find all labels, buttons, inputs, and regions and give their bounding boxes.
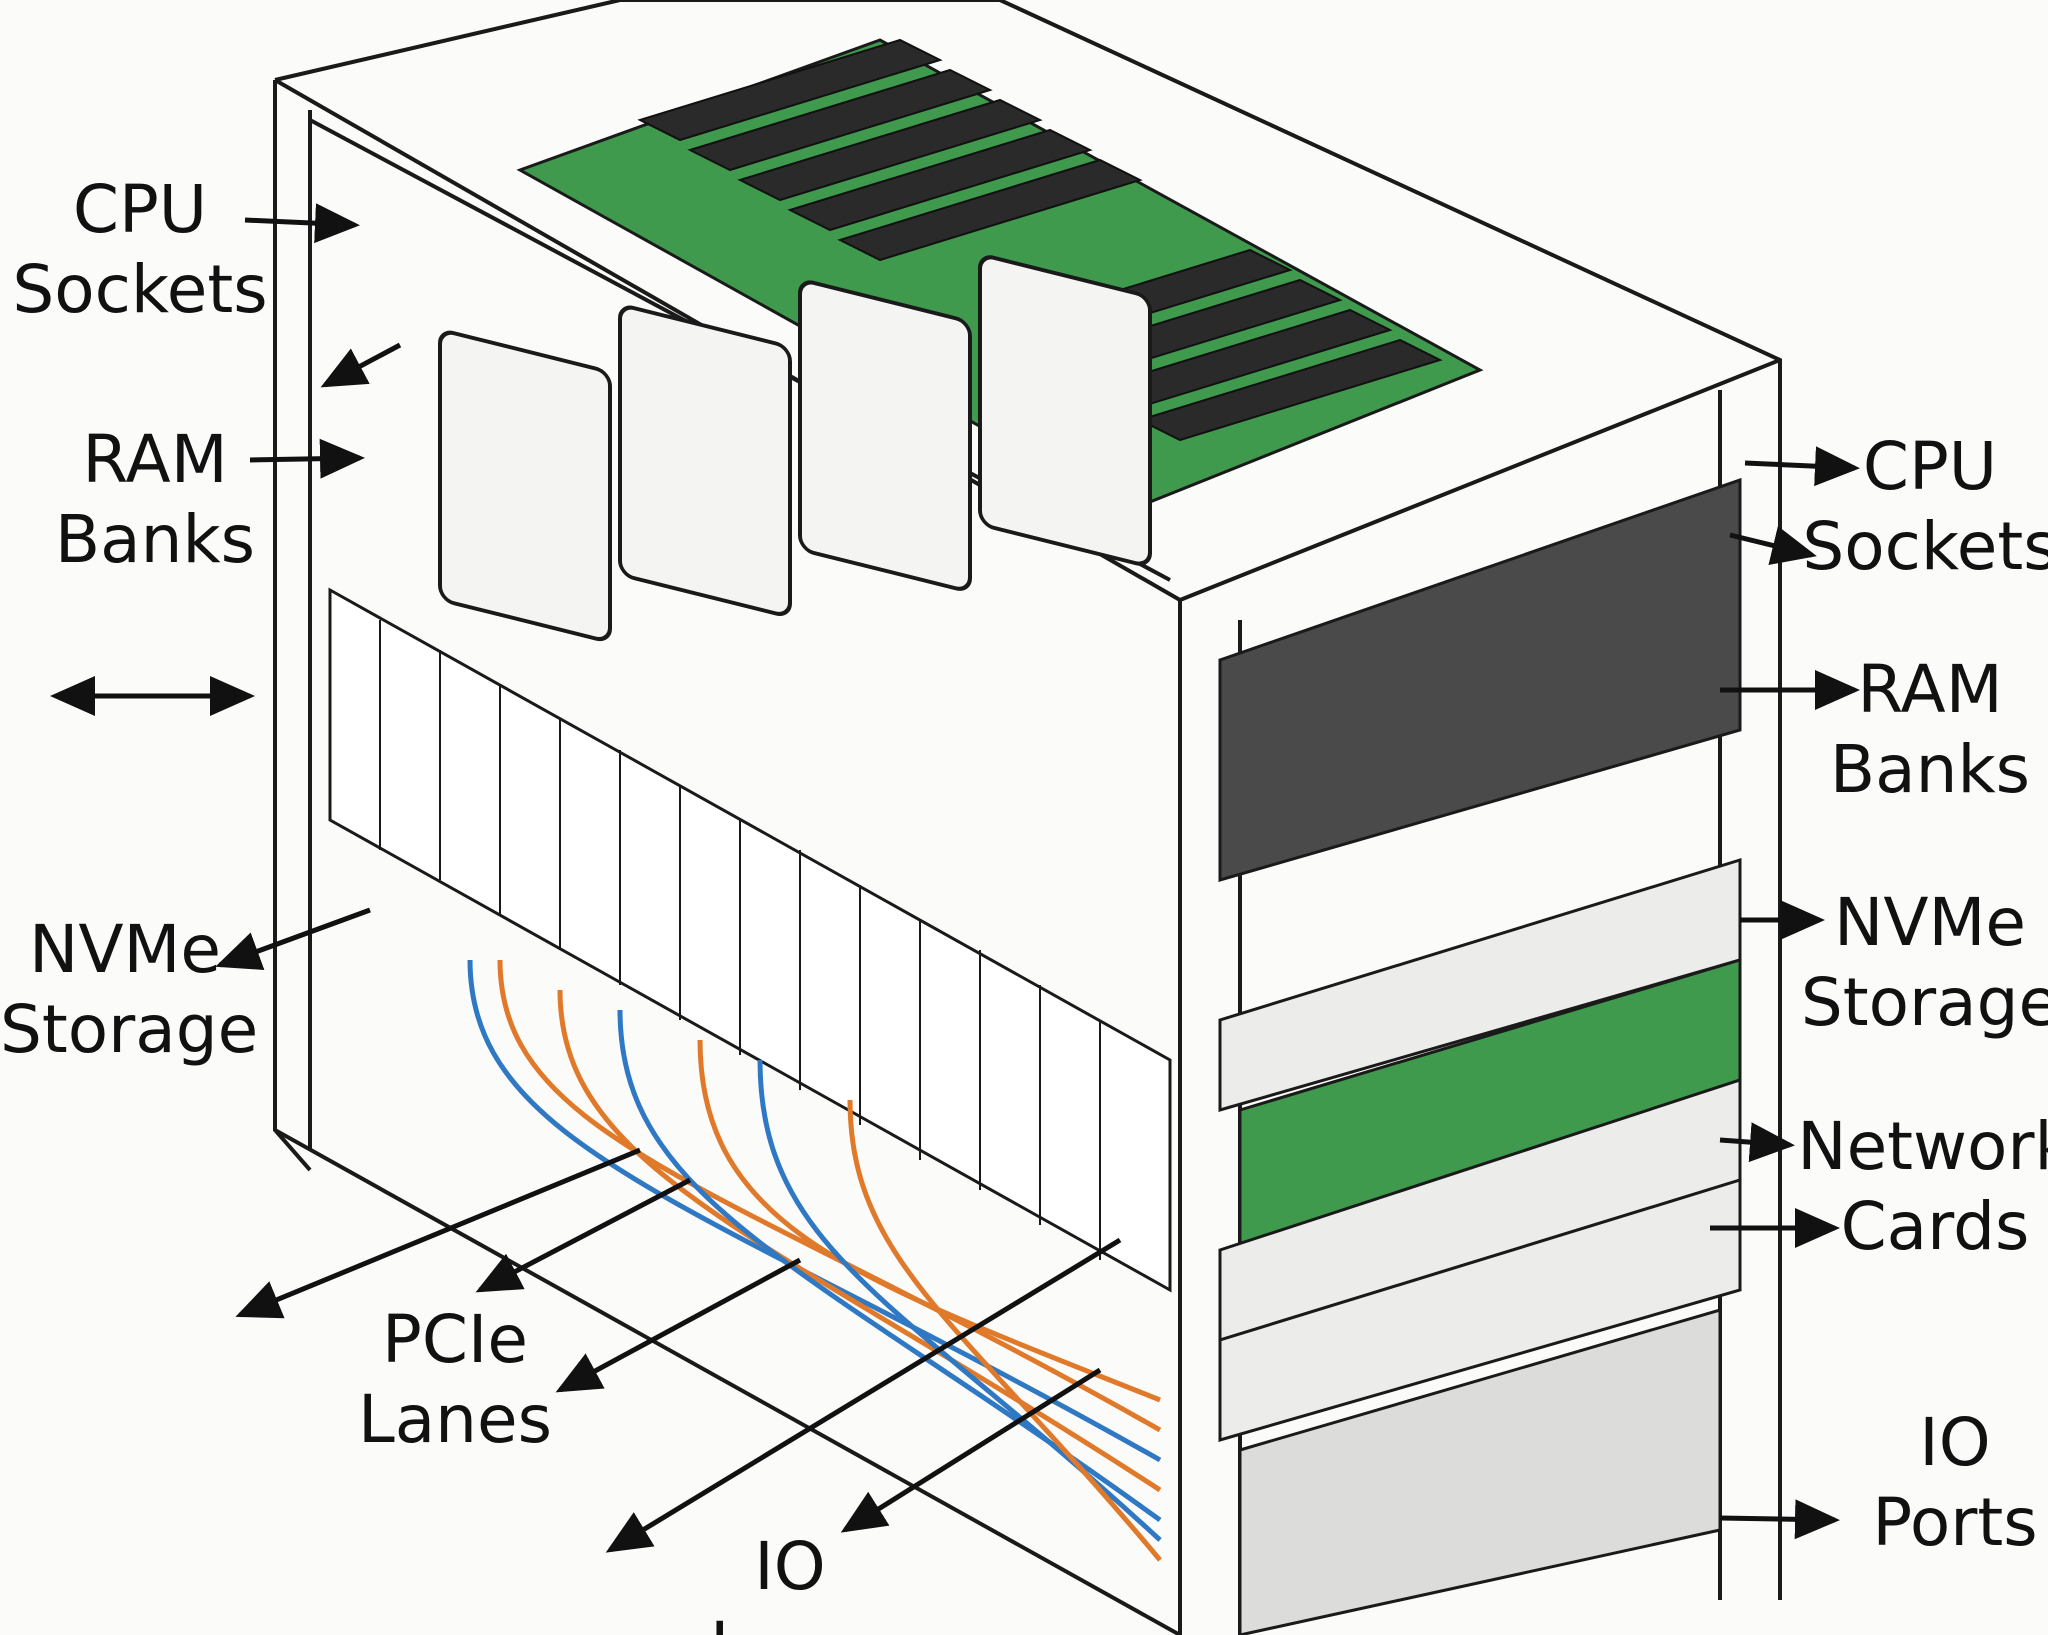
label-line: Storage [0, 991, 259, 1068]
label-pcie-lanes: PCIe Lanes [330, 1300, 580, 1460]
front-panel-units [1218, 477, 1742, 1635]
label-network-cards: Network Cards [1790, 1107, 2048, 1267]
label-line: NVMe [28, 911, 222, 988]
nvme-drive-bays [328, 587, 1172, 1293]
label-line: IO [754, 1528, 826, 1605]
label-ram-banks-left: RAM Banks [30, 420, 280, 580]
cpu-coolers [438, 255, 1152, 642]
label-line: CPU [72, 171, 208, 248]
label-line: Banks [54, 501, 256, 578]
label-line: Storage [1800, 964, 2048, 1041]
label-line: PCIe [382, 1301, 528, 1378]
label-nvme-storage-left: NVMe Storage [0, 910, 259, 1070]
label-line: Lanes [357, 1381, 553, 1458]
label-ram-banks-right: RAM Banks [1815, 650, 2045, 810]
label-line: Cards [1840, 1188, 2030, 1265]
label-io-bottom: IO L [690, 1527, 890, 1635]
label-line: L [690, 1607, 890, 1635]
callout-arrows [50, 203, 1860, 1553]
label-line: Network [1797, 1108, 2048, 1185]
label-line: NVMe [1833, 884, 2027, 961]
label-cpu-sockets-right: CPU Sockets [1800, 427, 2048, 587]
label-line: CPU [1862, 428, 1998, 505]
label-io-ports: IO Ports [1850, 1403, 2048, 1563]
label-cpu-sockets-left: CPU Sockets [10, 170, 270, 330]
label-line: Ports [1872, 1484, 2038, 1561]
label-nvme-storage-right: NVMe Storage [1800, 883, 2048, 1043]
label-line: RAM [82, 421, 228, 498]
label-line: Banks [1829, 731, 2031, 808]
pcie-cables [467, 959, 1162, 1562]
label-line: Sockets [1802, 508, 2048, 585]
label-line: Sockets [12, 251, 268, 328]
label-line: IO [1919, 1404, 1991, 1481]
label-line: RAM [1857, 651, 2003, 728]
